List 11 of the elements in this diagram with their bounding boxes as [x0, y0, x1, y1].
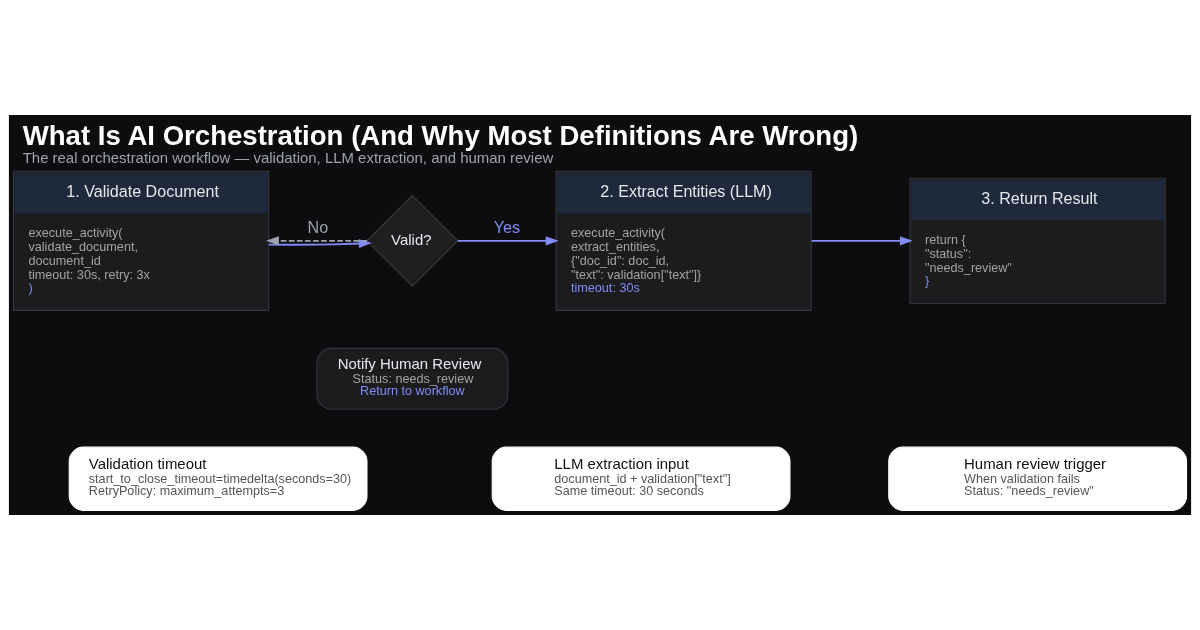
arrow [266, 236, 368, 246]
arrow [810, 236, 913, 246]
arrow [456, 236, 559, 246]
diagram-title: What Is AI Orchestration (And Why Most Definitions Are Wrong) [22, 120, 859, 152]
node-box: Validation timeout start_to_close_timeout=timedelta(seconds=30) RetryPolicy: maximum_attempts=3 [68, 446, 368, 511]
edge-label: Yes [493, 218, 521, 237]
edge-label: No [307, 218, 329, 237]
node-box: Human review trigger When validation fails Status: "needs_review" [888, 446, 1188, 511]
node-box: Notify Human Review Status: needs_review Return to workflow [316, 347, 509, 410]
node-box: LLM extraction input document_id + validation["text"] Same timeout: 30 seconds [491, 446, 791, 511]
node-diamond: Valid? [366, 194, 459, 288]
